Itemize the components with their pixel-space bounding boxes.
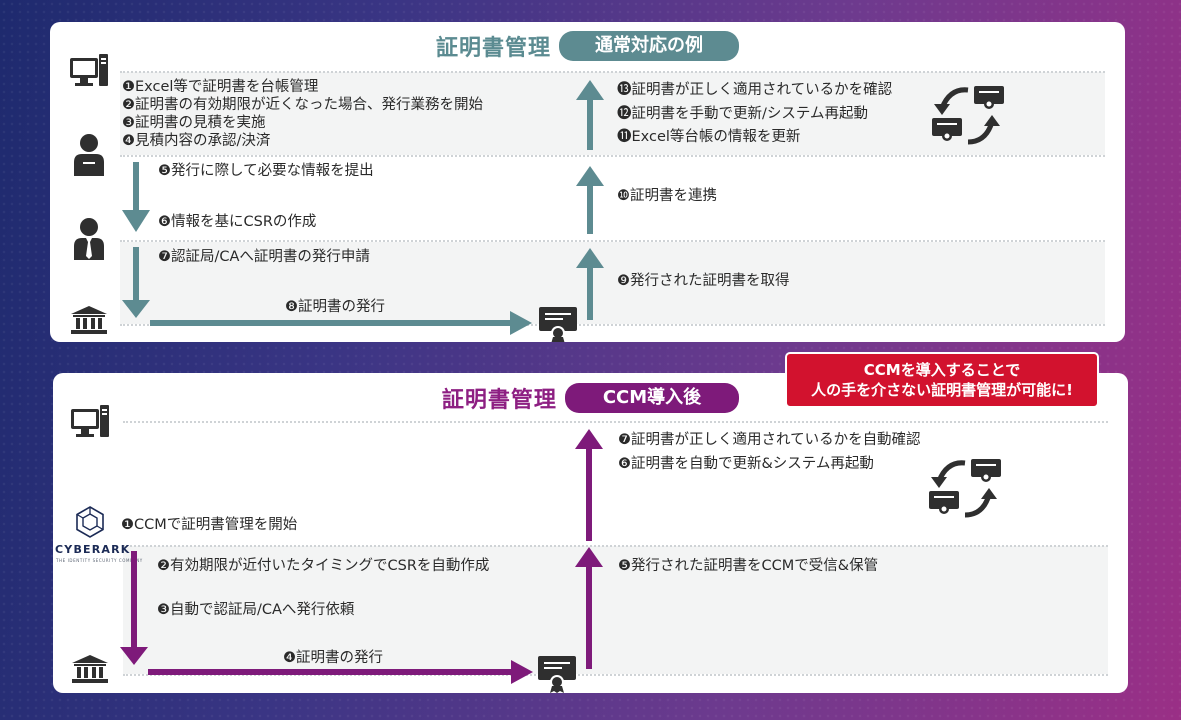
bank-icon [72,655,108,683]
step-4: ❹見積内容の承認/決済 [122,133,271,149]
person-tie-icon [74,218,104,260]
row-divider [120,155,1105,157]
step-3: ❸自動で認証局/CAへ発行依頼 [157,602,355,618]
row-divider [123,421,1108,423]
step-3: ❸証明書の見積を実施 [122,115,266,131]
step-7: ❼認証局/CAへ証明書の発行申請 [158,249,370,265]
step-5: ❺発行された証明書をCCMで受信&保管 [618,558,879,574]
step-8: ❽証明書の発行 [285,299,385,315]
step-1: ❶Excel等で証明書を台帳管理 [122,79,319,95]
panel-title-pill: CCM導入後 [564,383,740,413]
flow-arrows [122,80,604,335]
step-11: ⓫Excel等台帳の情報を更新 [617,129,801,145]
step-9: ❾発行された証明書を取得 [617,273,790,289]
row-divider [123,545,1108,547]
step-12: ⓬証明書を手動で更新/システム再起動 [617,106,868,122]
panel-title-text: 証明書管理 [441,388,557,413]
step-6: ❻証明書を自動で更新&システム再起動 [618,456,874,472]
callout-line-1: CCMを導入することで [863,361,1021,379]
ccm-benefit-callout: CCMを導入することで 人の手を介さない証明書管理が可能に! [785,352,1099,408]
row-band [120,242,1105,324]
cyberark-logo-icon [76,506,104,538]
computer-icon [71,405,109,437]
panel-title-text: 証明書管理 [435,36,551,61]
cycle-certificate-icon [932,86,1004,145]
panel-title: 証明書管理 CCM導入後 [53,382,1128,414]
row-divider [120,71,1105,73]
computer-icon [70,54,108,86]
row-divider [120,240,1105,242]
row-band [123,546,1108,674]
panel-ccm-flow: 証明書管理 CCM導入後 CYBERARK THE IDENTITY SECUR… [53,373,1128,693]
step-5: ❺発行に際して必要な情報を提出 [158,163,374,179]
step-7: ❼証明書が正しく適用されているかを自動確認 [618,432,921,448]
cycle-certificate-icon [929,459,1001,518]
step-2: ❷有効期限が近付いたタイミングでCSRを自動作成 [157,558,490,574]
step-6: ❻情報を基にCSRの作成 [158,214,317,230]
certificate-icon [539,307,577,342]
cyberark-wordmark: CYBERARK [55,543,131,556]
step-13: ⓭証明書が正しく適用されているかを確認 [617,82,893,98]
panel-title: 証明書管理 通常対応の例 [50,30,1125,62]
step-2: ❷証明書の有効期限が近くなった場合、発行業務を開始 [122,97,483,113]
step-4: ❹証明書の発行 [283,650,383,666]
bank-icon [71,306,107,334]
row-divider [123,674,1108,676]
row-divider [120,324,1105,326]
cyberark-tagline: THE IDENTITY SECURITY COMPANY [56,558,143,563]
step-10: ❿証明書を連携 [617,188,717,204]
step-1: ❶CCMで証明書管理を開始 [121,517,298,533]
flow-arrows [120,429,603,684]
person-icon [74,134,104,176]
panel-normal-flow: 証明書管理 通常対応の例 [50,22,1125,342]
panel-title-pill: 通常対応の例 [559,31,739,61]
row-band [120,72,1105,155]
callout-line-2: 人の手を介さない証明書管理が可能に! [811,381,1073,399]
certificate-icon [538,656,576,693]
